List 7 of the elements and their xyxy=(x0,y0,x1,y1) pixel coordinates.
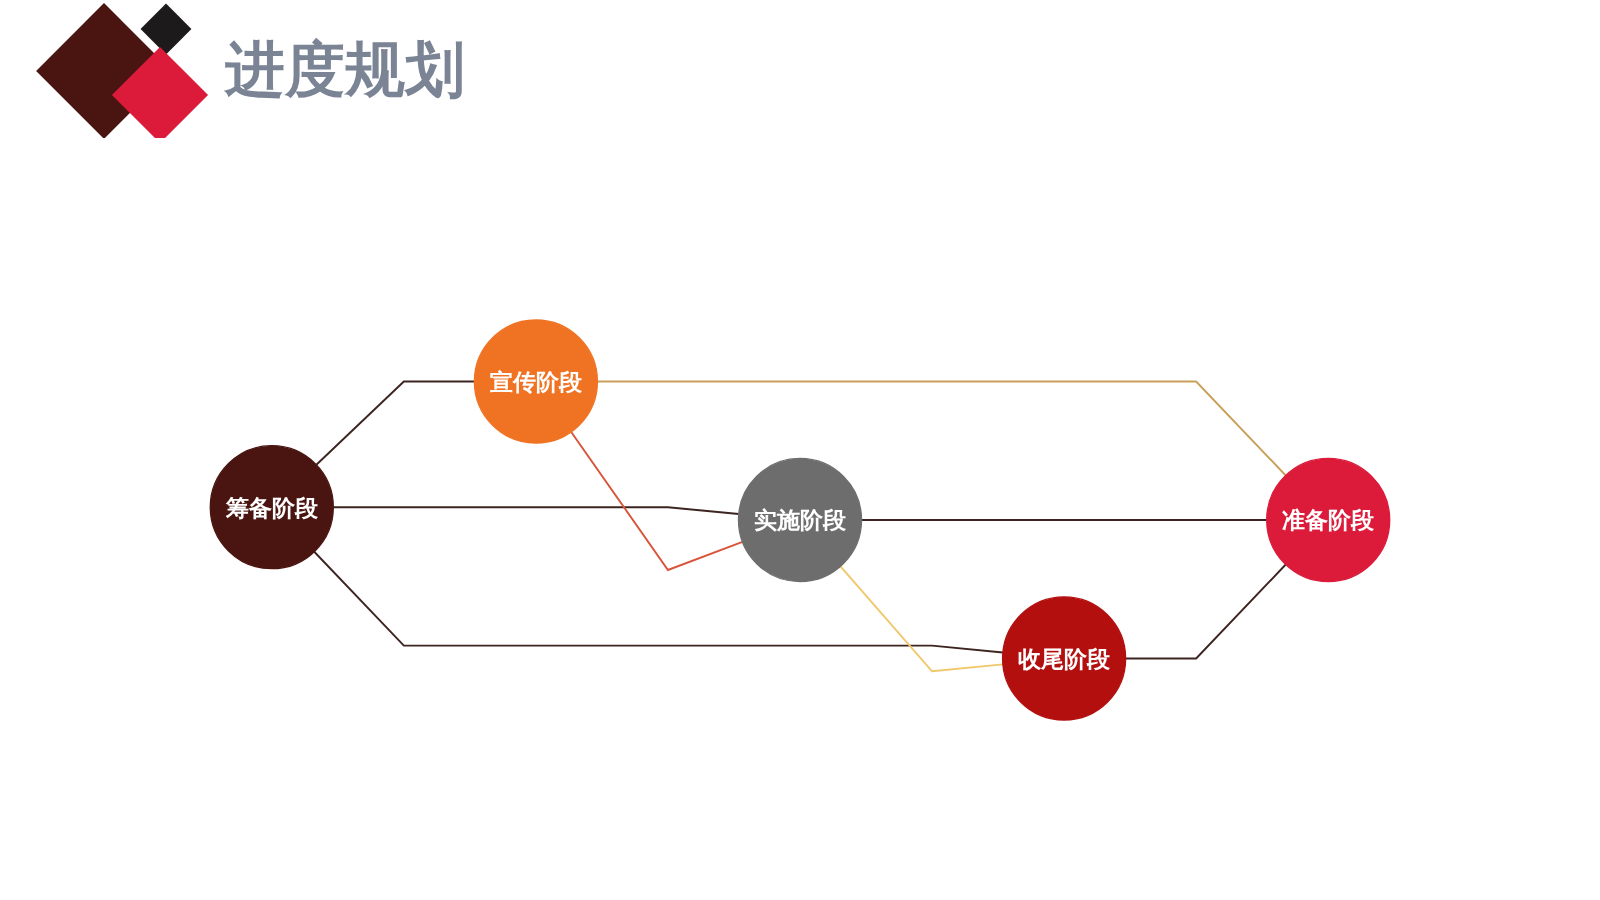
node-circle: 实施阶段 xyxy=(737,457,863,583)
node-circle: 收尾阶段 xyxy=(1001,596,1127,721)
title: 进度规划 xyxy=(225,32,465,106)
node-circle: 宣传阶段 xyxy=(473,319,599,444)
node-circle: 筹备阶段 xyxy=(209,445,334,570)
connector xyxy=(570,431,744,572)
node-circle: 准备阶段 xyxy=(1266,457,1391,583)
